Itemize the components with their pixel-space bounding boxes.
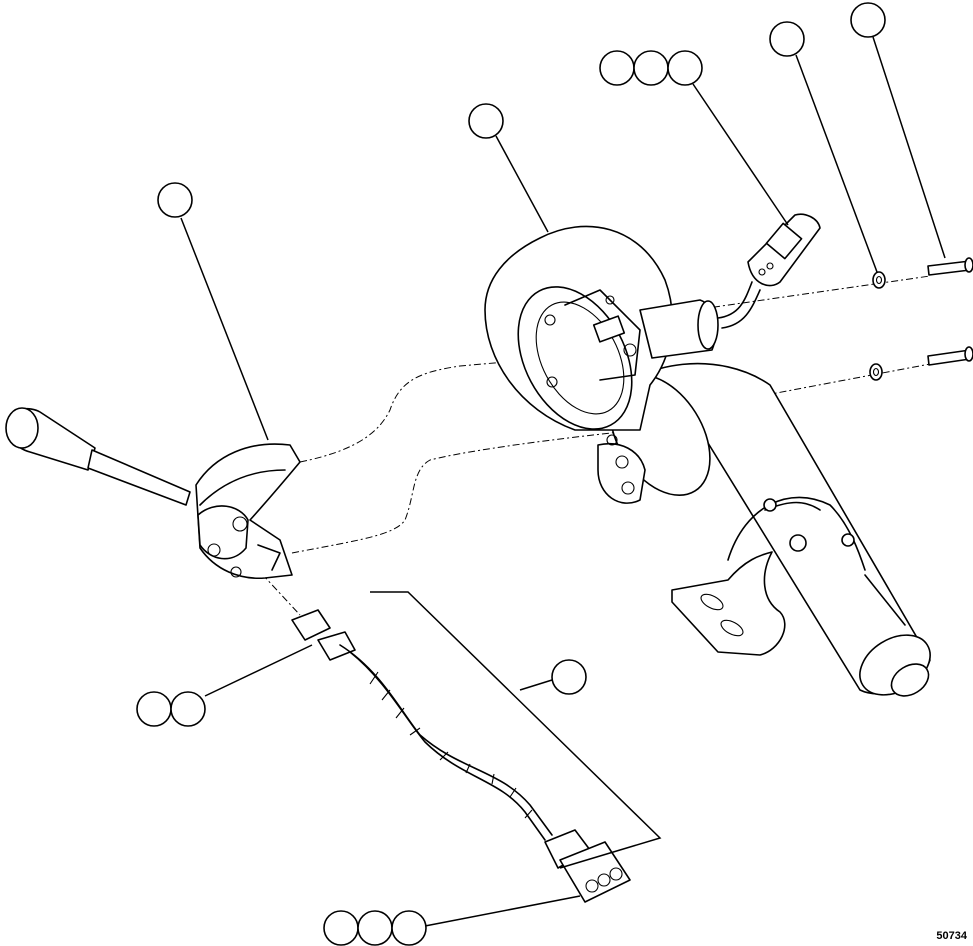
harness-group-bracket — [370, 591, 662, 869]
callout-screw — [850, 2, 886, 38]
fasteners — [869, 257, 973, 381]
callout-column-connector-2 — [633, 50, 669, 86]
column-housing — [484, 225, 673, 431]
callout-lower-connector-3 — [391, 910, 427, 946]
callout-column-connector-1 — [599, 50, 635, 86]
callout-harness-connector-2 — [170, 691, 206, 727]
callout-wiring-harness — [551, 659, 587, 695]
leader-lines — [180, 36, 946, 927]
wiring-harness — [291, 609, 631, 903]
callout-column-connector-3 — [667, 50, 703, 86]
callout-column-housing — [468, 103, 504, 139]
ignition-switch-assembly — [639, 213, 821, 359]
steering-column — [597, 362, 931, 697]
multifunction-switch — [5, 407, 301, 580]
alignment-lines — [261, 275, 931, 616]
callouts — [136, 2, 886, 946]
callout-lower-connector-2 — [357, 910, 393, 946]
callout-harness-connector-1 — [136, 691, 172, 727]
callout-lower-connector-1 — [323, 910, 359, 946]
callout-lock-washer — [769, 21, 805, 57]
figure-reference-number: 50734 — [936, 930, 967, 942]
callout-turn-signal-switch — [157, 182, 193, 218]
